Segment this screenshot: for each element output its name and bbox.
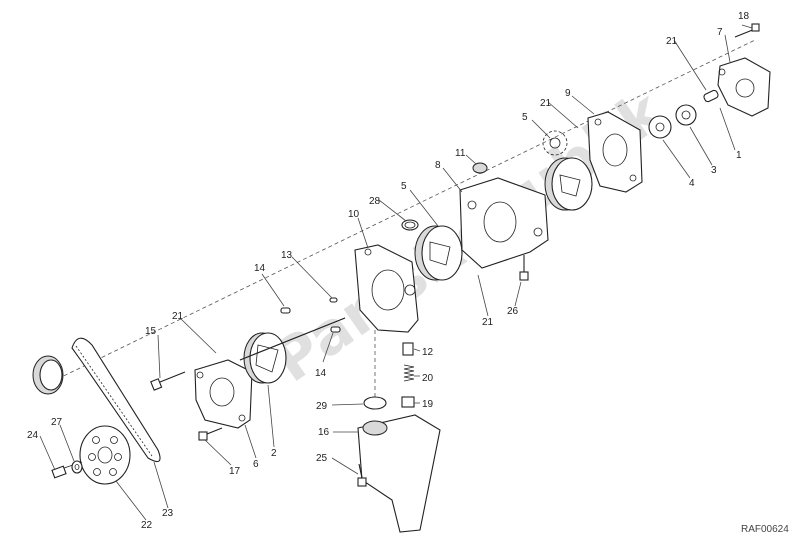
callout-21-lower: 21 bbox=[482, 317, 494, 328]
callout-16: 16 bbox=[318, 427, 330, 438]
callout-10: 10 bbox=[348, 209, 360, 220]
dowel-pins bbox=[280, 297, 341, 333]
pump-housing bbox=[354, 244, 419, 333]
oil-strainer bbox=[357, 414, 441, 533]
upper-pump-housing bbox=[587, 111, 643, 193]
end-cover bbox=[717, 57, 771, 117]
callout-15: 15 bbox=[145, 326, 157, 337]
relief-spring bbox=[403, 364, 415, 382]
pump-cover bbox=[194, 359, 253, 429]
sprocket bbox=[79, 425, 131, 485]
callout-28: 28 bbox=[369, 196, 381, 207]
callouts: 1 2 3 4 5 5 6 7 8 9 10 11 12 13 14 14 15… bbox=[27, 11, 750, 531]
strainer-bolt bbox=[357, 463, 367, 487]
pump-rotor bbox=[243, 332, 287, 384]
callout-21-top: 21 bbox=[666, 36, 678, 47]
callout-3: 3 bbox=[711, 165, 717, 176]
callout-17: 17 bbox=[229, 466, 241, 477]
callout-26: 26 bbox=[507, 306, 519, 317]
washer bbox=[71, 460, 83, 474]
callout-21-mid: 21 bbox=[540, 98, 552, 109]
drive-gear-ring bbox=[32, 355, 64, 395]
leader-lines bbox=[39, 24, 753, 521]
callout-5-upper: 5 bbox=[522, 112, 528, 123]
callout-19: 19 bbox=[422, 399, 434, 410]
rotor-lower bbox=[414, 225, 463, 281]
callout-4: 4 bbox=[689, 178, 695, 189]
vertical-bolt bbox=[519, 255, 529, 281]
callout-27: 27 bbox=[51, 417, 63, 428]
pump-body bbox=[459, 177, 549, 269]
callout-21-left: 21 bbox=[172, 311, 184, 322]
end-cover-bolt bbox=[734, 23, 760, 38]
callout-22: 22 bbox=[141, 520, 153, 531]
pump-shaft bbox=[239, 317, 346, 361]
drive-chain bbox=[71, 337, 161, 463]
callout-20: 20 bbox=[422, 373, 434, 384]
callout-1: 1 bbox=[736, 150, 742, 161]
cover-bolt bbox=[198, 427, 223, 441]
o-ring-lower bbox=[363, 396, 387, 410]
long-bolt bbox=[150, 371, 186, 391]
star-rotor-outer bbox=[648, 115, 672, 139]
callout-9: 9 bbox=[565, 88, 571, 99]
assembly-axes bbox=[44, 39, 756, 400]
callout-12: 12 bbox=[422, 347, 434, 358]
callout-6: 6 bbox=[253, 459, 259, 470]
star-rotor-inner bbox=[675, 104, 697, 126]
small-gear bbox=[542, 130, 568, 156]
callout-25: 25 bbox=[316, 453, 328, 464]
o-ring-upper bbox=[401, 219, 419, 231]
callout-11: 11 bbox=[455, 148, 466, 159]
callout-5-lower: 5 bbox=[401, 181, 407, 192]
plug-cap bbox=[472, 162, 488, 174]
diagram-code: RAF00624 bbox=[741, 524, 789, 535]
callout-24: 24 bbox=[27, 430, 39, 441]
callout-14-lower: 14 bbox=[315, 368, 327, 379]
callout-8: 8 bbox=[435, 160, 441, 171]
callout-29: 29 bbox=[316, 401, 328, 412]
relief-plug bbox=[401, 396, 415, 408]
callout-7: 7 bbox=[717, 27, 723, 38]
rotor-upper bbox=[544, 157, 593, 211]
callout-13: 13 bbox=[281, 250, 293, 261]
callout-2: 2 bbox=[271, 448, 277, 459]
relief-valve bbox=[402, 342, 414, 356]
drive-pin bbox=[703, 89, 719, 103]
callout-18: 18 bbox=[738, 11, 750, 22]
callout-23: 23 bbox=[162, 508, 174, 519]
callout-14-upper: 14 bbox=[254, 263, 266, 274]
